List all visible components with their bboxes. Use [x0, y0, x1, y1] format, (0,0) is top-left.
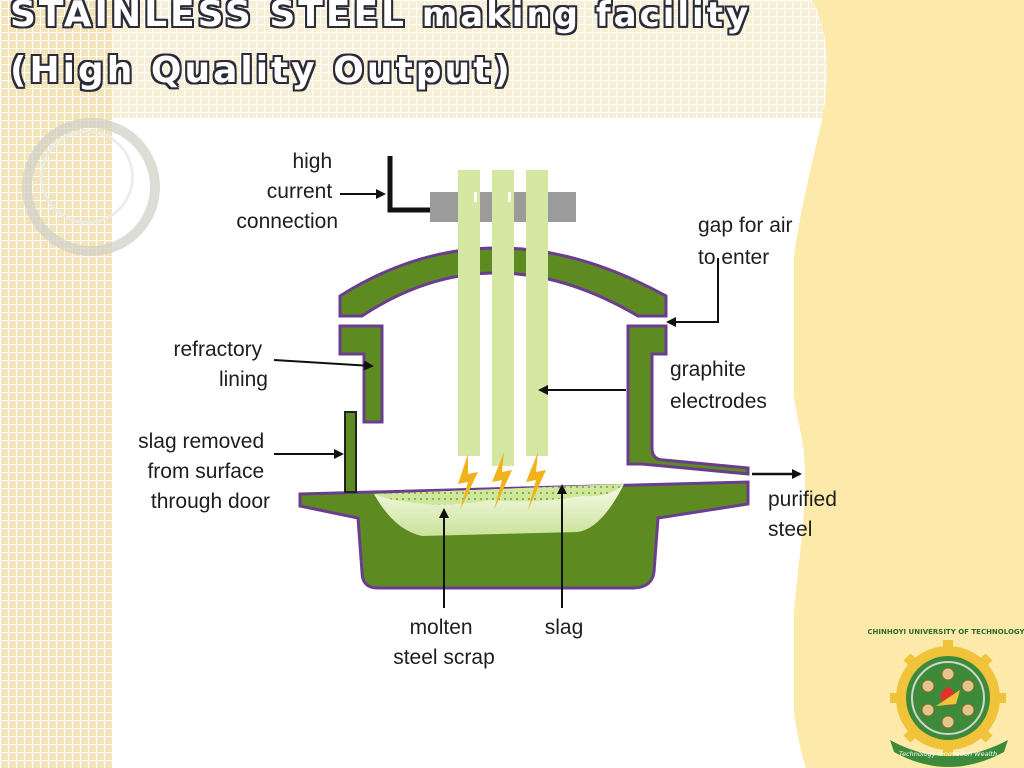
current-connection-wire: [387, 156, 430, 213]
label-refractory-lining: refractory lining: [173, 338, 268, 391]
title-rest-part: making facility: [406, 0, 752, 35]
label-line: high: [292, 150, 332, 173]
logo-motto: Technology Innovation Wealth: [899, 750, 997, 758]
decorative-grid-strip: [0, 0, 112, 768]
label-line: molten: [410, 616, 473, 639]
label-line: lining: [219, 368, 268, 391]
label-slag: slag: [545, 616, 584, 639]
slag-door: [344, 411, 357, 493]
university-logo: CHINHOYI UNIVERSITY OF TECHNOLOGY Techno…: [868, 628, 1024, 767]
furnace-roof: [338, 246, 668, 318]
refractory-lining-right: [626, 324, 750, 476]
spark-2: [492, 452, 512, 510]
label-line: graphite: [670, 358, 746, 381]
label-molten-steel-scrap: molten steel scrap: [393, 616, 495, 669]
label-line: steel: [768, 518, 812, 541]
label-line: gap for air: [698, 214, 793, 237]
label-graphite-electrodes: graphite electrodes: [670, 358, 767, 413]
label-line: purified: [768, 488, 837, 511]
page-title-line-1: STAINLESS STEEL making facility: [10, 0, 751, 35]
spark-1: [458, 454, 478, 510]
label-line: current: [267, 180, 333, 203]
label-slag-removed: slag removed from surface through door: [138, 430, 270, 513]
label-high-current-connection: high current connection: [236, 150, 338, 233]
title-bold-part: STAINLESS STEEL: [10, 0, 407, 35]
label-line: through door: [151, 490, 270, 513]
label-line: slag: [545, 616, 584, 639]
refractory-lining-left: [338, 324, 384, 424]
label-line: electrodes: [670, 390, 767, 413]
page-title-line-2: (High Quality Output): [10, 50, 513, 91]
decorative-ring-inner: [40, 130, 134, 224]
graphite-electrode-1: [458, 170, 480, 456]
label-purified-steel: purified steel: [768, 488, 843, 541]
decorative-grid-header: [112, 0, 872, 118]
label-line: slag removed: [138, 430, 264, 453]
label-line: to enter: [698, 246, 769, 269]
label-line: from surface: [147, 460, 264, 483]
label-line: refractory: [173, 338, 262, 361]
label-line: connection: [236, 210, 338, 233]
label-gap-for-air: gap for air to enter: [698, 214, 798, 269]
graphite-electrode-2: [492, 170, 514, 466]
right-decorative-panel: [794, 0, 1024, 768]
decorative-ring-outer: [22, 118, 160, 256]
arc-furnace-diagram: high current connection gap for air to e…: [138, 150, 843, 669]
graphite-electrode-3: [526, 170, 548, 456]
spark-3: [526, 452, 546, 510]
logo-institution-name: CHINHOYI UNIVERSITY OF TECHNOLOGY: [868, 628, 1024, 636]
label-line: steel scrap: [393, 646, 495, 669]
